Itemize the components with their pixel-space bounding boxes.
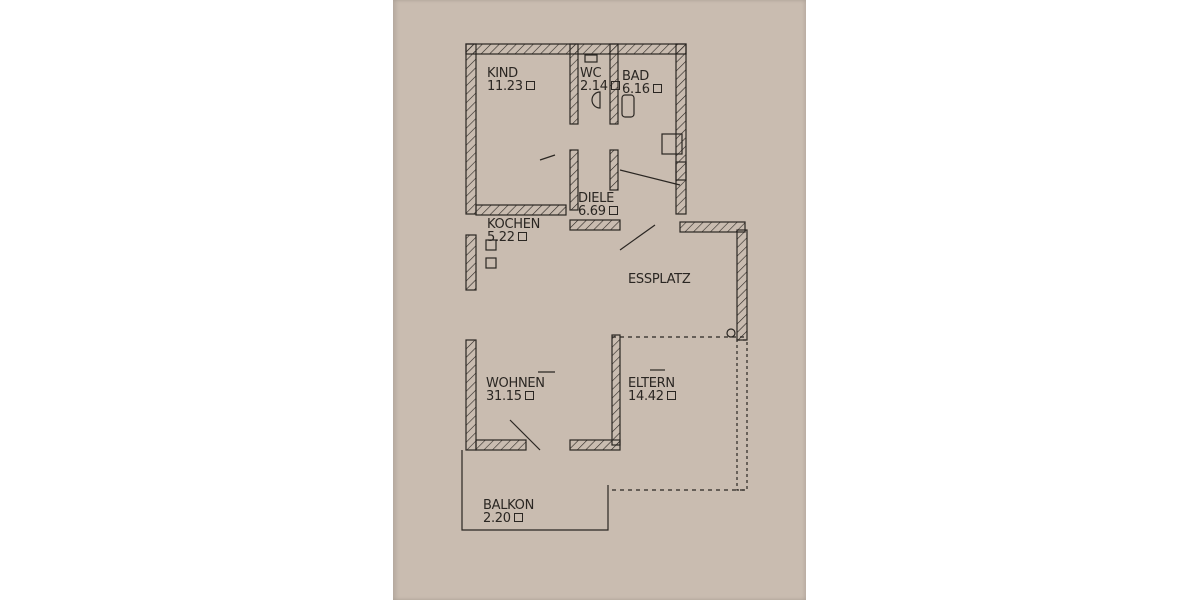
room-name: BAD	[622, 69, 649, 84]
wall-wohnen-eltern	[611, 334, 621, 446]
room-name: BALKON	[483, 498, 535, 513]
shower-tray-icon	[661, 133, 683, 155]
room-name: WC	[580, 66, 602, 81]
room-area: 2.14	[580, 80, 620, 93]
room-label-diele: DIELE 6.69	[578, 192, 618, 218]
sink-icon	[621, 94, 635, 118]
wall-right-bedroom	[736, 339, 748, 491]
room-area: 6.16	[622, 83, 662, 96]
room-label-essplatz: ESSPLATZ	[628, 272, 691, 287]
heater-icon	[726, 328, 736, 338]
wall-left-upper	[465, 43, 477, 215]
room-area: 11.23	[487, 80, 535, 93]
door-balkon	[509, 419, 541, 451]
door-kind	[539, 154, 556, 161]
room-name: KIND	[487, 66, 518, 81]
wc-cistern	[584, 54, 598, 63]
wall-left-kitchen	[465, 234, 477, 291]
wall-right-upper	[675, 43, 687, 215]
room-label-balkon: BALKON 2.20	[483, 499, 534, 525]
room-label-bad: BAD 6.16	[622, 70, 662, 96]
wall-diele-bad	[609, 149, 619, 191]
room-label-wohnen: WOHNEN 31.15	[486, 377, 545, 403]
room-area: 6.69	[578, 205, 618, 218]
wall-kind-wc	[569, 43, 579, 125]
door-diele-essplatz	[619, 224, 656, 251]
room-name: ESSPLATZ	[628, 272, 691, 287]
room-name: ELTERN	[628, 376, 675, 391]
room-area: 5.22	[487, 231, 540, 244]
room-label-wc: WC 2.14	[580, 67, 620, 93]
room-name: WOHNEN	[486, 376, 545, 391]
wall-bottom-mid	[569, 439, 621, 451]
stove-burner-icon	[485, 257, 497, 269]
room-area: 2.20	[483, 512, 534, 525]
wall-kind-diele	[569, 149, 579, 211]
room-label-kochen: KOCHEN 5.22	[487, 218, 540, 244]
room-label-eltern: ELTERN 14.42	[628, 377, 676, 403]
door-bad	[619, 169, 681, 186]
room-area: 31.15	[486, 390, 545, 403]
room-name: DIELE	[578, 191, 615, 206]
washer-icon	[675, 161, 687, 181]
wall-right-dining	[736, 229, 748, 341]
room-label-kind: KIND 11.23	[487, 67, 535, 93]
wall-dining-top	[679, 221, 746, 233]
wall-kind-kochen	[475, 204, 567, 216]
toilet-icon	[591, 91, 601, 109]
balcony-outline	[461, 450, 609, 531]
room-area: 14.42	[628, 390, 676, 403]
wall-left-living	[465, 339, 477, 451]
room-name: KOCHEN	[487, 217, 541, 232]
wall-bottom-left	[475, 439, 527, 451]
wall-diele-bottom	[569, 219, 621, 231]
